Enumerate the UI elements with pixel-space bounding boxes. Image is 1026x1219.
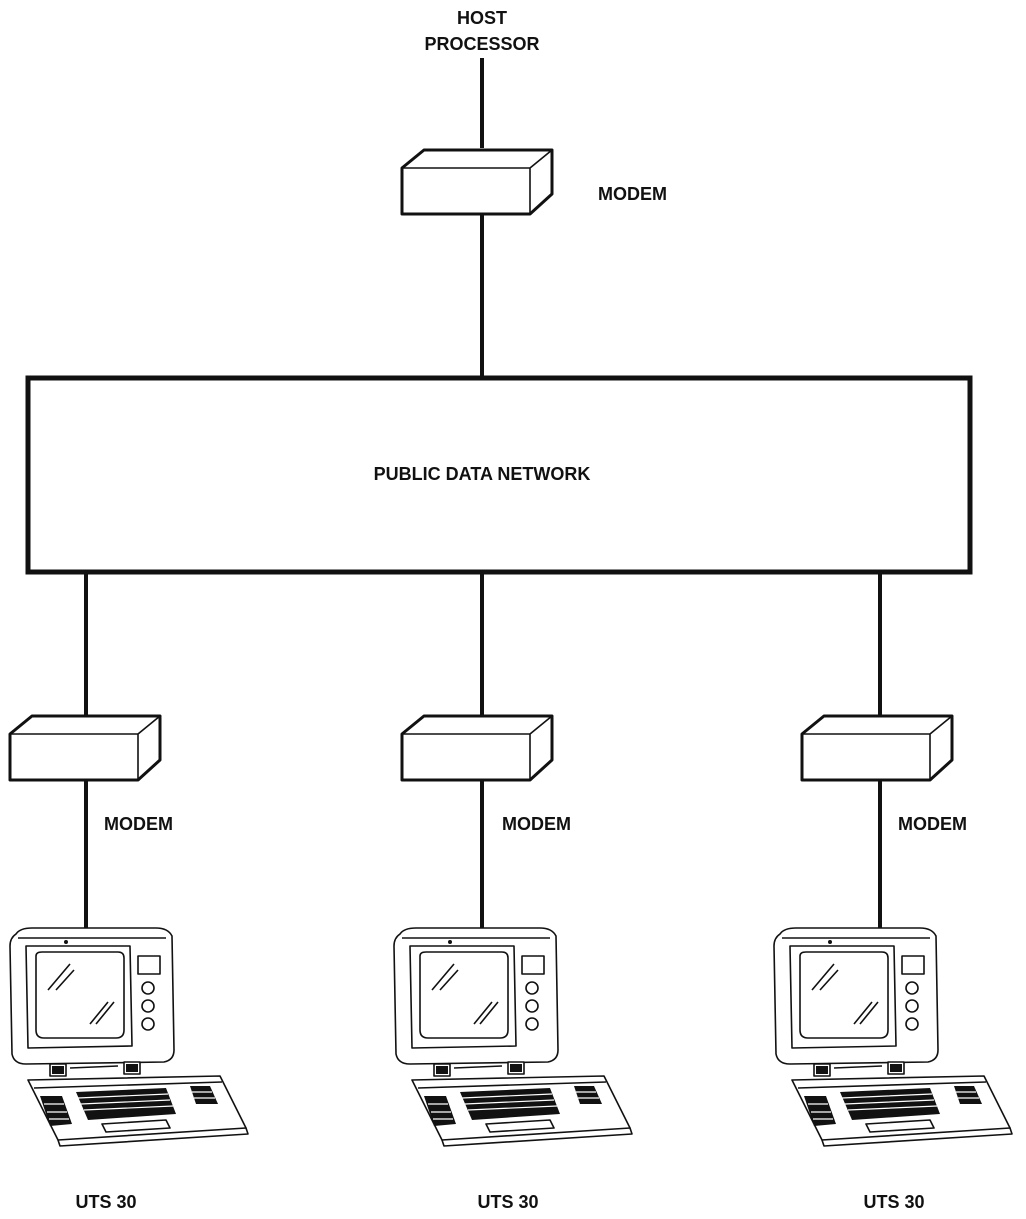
branch-2-terminal: [393, 927, 633, 1147]
branch-1-terminal: [9, 927, 249, 1147]
host-label-line1: HOST: [457, 8, 507, 28]
host-modem: [400, 148, 554, 216]
branch-3-terminal-label: UTS 30: [863, 1192, 924, 1212]
branch-2-modem: [400, 714, 554, 782]
public-data-network-label: PUBLIC DATA NETWORK: [374, 464, 591, 484]
branch-3-modem-label: MODEM: [898, 814, 967, 834]
branch-2-terminal-label: UTS 30: [477, 1192, 538, 1212]
branch-2-modem-label: MODEM: [502, 814, 571, 834]
branch-1-modem: [8, 714, 162, 782]
public-data-network-box: [25, 375, 973, 575]
branch-1-modem-label: MODEM: [104, 814, 173, 834]
branch-1-terminal-label: UTS 30: [75, 1192, 136, 1212]
host-modem-label: MODEM: [598, 184, 667, 204]
host-label-line2: PROCESSOR: [424, 34, 539, 54]
branch-3-modem: [800, 714, 954, 782]
branch-3-terminal: [773, 927, 1013, 1147]
